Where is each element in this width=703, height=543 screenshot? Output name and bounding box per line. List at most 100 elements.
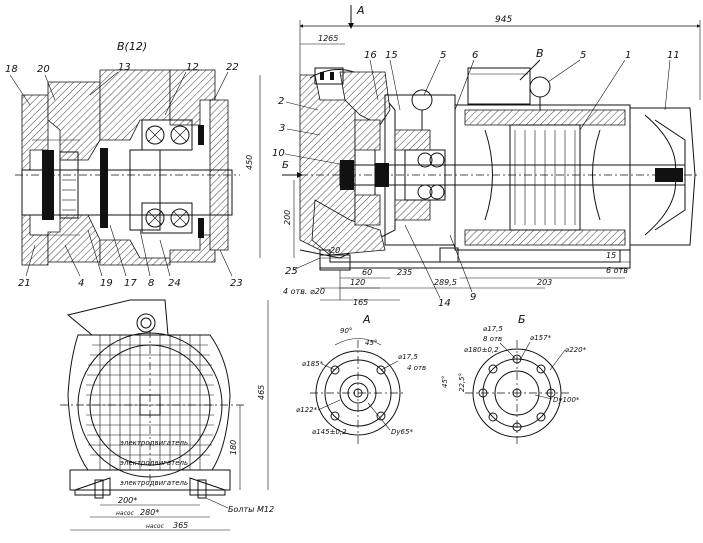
svg-text:20: 20 — [37, 64, 50, 75]
svg-text:19: 19 — [100, 278, 113, 289]
label-elektro-1: электродвигатель — [120, 439, 188, 447]
callout-12: 12 — [164, 62, 199, 116]
label-nasos-1: насос — [116, 510, 135, 517]
b-angle-22-5: 22,5° — [458, 373, 466, 392]
arrow-a-label: А — [356, 4, 365, 17]
svg-text:12: 12 — [186, 62, 199, 73]
callout-18: 18 — [5, 64, 31, 106]
label-elektro-3: электродвигатель — [120, 479, 188, 487]
dim-15: 15 — [606, 251, 616, 260]
svg-text:9: 9 — [470, 292, 476, 303]
svg-text:17: 17 — [124, 278, 137, 289]
callout-13: 13 — [89, 62, 131, 96]
svg-text:5: 5 — [440, 50, 446, 61]
b-d220: ⌀220* — [565, 346, 587, 354]
callout-24: 24 — [159, 239, 181, 289]
dim-365: 365 — [173, 521, 188, 530]
svg-text:14: 14 — [438, 298, 451, 309]
a-d175: ⌀17,5 — [398, 353, 418, 361]
callout-1: 1 — [579, 50, 631, 131]
svg-text:10: 10 — [272, 148, 285, 159]
a-d185: ⌀185* — [302, 360, 324, 368]
svg-text:8: 8 — [148, 278, 154, 289]
dim-120: 120 — [350, 278, 365, 287]
callout-2: 2 — [278, 96, 319, 111]
section-v-label: В(12) — [117, 40, 147, 53]
dim-450: 450 — [245, 155, 254, 170]
seal-spring — [42, 150, 79, 220]
bearing-lower — [141, 202, 193, 234]
dim-203: 203 — [537, 278, 552, 287]
dim-289-5: 289,5 — [434, 278, 457, 287]
callout-20: 20 — [37, 64, 56, 101]
label-elektro-2: электродвигатель — [120, 459, 188, 467]
arrow-v-label: В — [536, 47, 544, 60]
pump-side-view: А 945 1265 450 200 — [245, 4, 701, 309]
svg-text:4: 4 — [78, 278, 84, 289]
svg-text:23: 23 — [230, 278, 243, 289]
callout-5a: 5 — [423, 50, 446, 96]
svg-text:11: 11 — [667, 50, 680, 61]
b-d175: ⌀17,5 — [483, 325, 503, 333]
svg-text:15: 15 — [385, 50, 398, 61]
dim-200: 200 — [283, 210, 292, 225]
callout-11: 11 — [664, 50, 680, 111]
dim-20: 20 — [330, 246, 340, 255]
callout-19: 19 — [87, 229, 113, 289]
svg-text:18: 18 — [5, 64, 18, 75]
svg-text:6: 6 — [472, 50, 478, 61]
dim-1265: 1265 — [318, 34, 338, 43]
callout-22: 22 — [213, 62, 239, 101]
dim-465: 465 — [257, 385, 266, 400]
callout-6: 6 — [454, 50, 478, 111]
callout-14: 14 — [404, 224, 451, 309]
dim-6-otv: 6 отв — [606, 266, 628, 275]
callout-8: 8 — [139, 229, 154, 289]
callout-17: 17 — [109, 224, 137, 289]
b-d157: ⌀157* — [530, 334, 552, 342]
dim-4-otv-20: 4 отв. ⌀20 — [283, 287, 325, 296]
dim-165: 165 — [353, 298, 368, 307]
motor-front-view: электродвигатель электродвигатель электр… — [60, 299, 274, 531]
dim-200: 200* — [118, 496, 137, 505]
label-nasos-2: насос — [146, 523, 165, 530]
view-b-flange: Б ⌀17,5 8 отв ⌀180±0,2 ⌀157* ⌀220* 45° 2… — [441, 313, 587, 445]
callout-25: 25 — [285, 257, 321, 277]
b-d180: ⌀180±0,2 — [464, 346, 499, 354]
bolts-label: Болты М12 — [228, 505, 274, 514]
callout-16: 16 — [364, 50, 379, 101]
svg-text:13: 13 — [118, 62, 131, 73]
svg-text:5: 5 — [580, 50, 586, 61]
callout-15: 15 — [385, 50, 401, 111]
svg-text:16: 16 — [364, 50, 377, 61]
dim-overall-length: 945 — [495, 15, 512, 25]
callout-10: 10 — [272, 148, 346, 166]
callout-4: 4 — [64, 244, 84, 289]
callout-5b: 5 — [547, 50, 586, 83]
a-4-otv: 4 отв — [407, 364, 426, 372]
svg-text:3: 3 — [279, 123, 285, 134]
dim-235: 235 — [397, 268, 412, 277]
b-8-otv: 8 отв — [483, 335, 502, 343]
a-angle-90: 90° — [340, 327, 352, 335]
svg-text:24: 24 — [168, 278, 181, 289]
b-dy100: Dу100* — [553, 396, 580, 404]
callout-23: 23 — [219, 249, 243, 289]
dim-280: 280* — [140, 508, 159, 517]
b-angle-45: 45° — [441, 376, 449, 388]
svg-text:25: 25 — [285, 266, 298, 277]
view-a-label: А — [362, 313, 371, 326]
a-d122: ⌀122* — [296, 406, 318, 414]
dim-60: 60 — [362, 268, 372, 277]
bearing-upper — [141, 119, 193, 151]
svg-text:22: 22 — [226, 62, 239, 73]
callout-9: 9 — [449, 234, 476, 303]
a-d145: ⌀145±0,2 — [312, 428, 347, 436]
view-a-flange: А 90° 45° ⌀185* ⌀17,5 4 отв ⌀122* ⌀145±0… — [296, 313, 426, 445]
svg-text:2: 2 — [278, 96, 284, 107]
callout-21: 21 — [18, 244, 36, 289]
callout-3: 3 — [279, 123, 321, 136]
a-dy65: Dу65* — [391, 428, 413, 436]
svg-text:1: 1 — [625, 50, 631, 61]
